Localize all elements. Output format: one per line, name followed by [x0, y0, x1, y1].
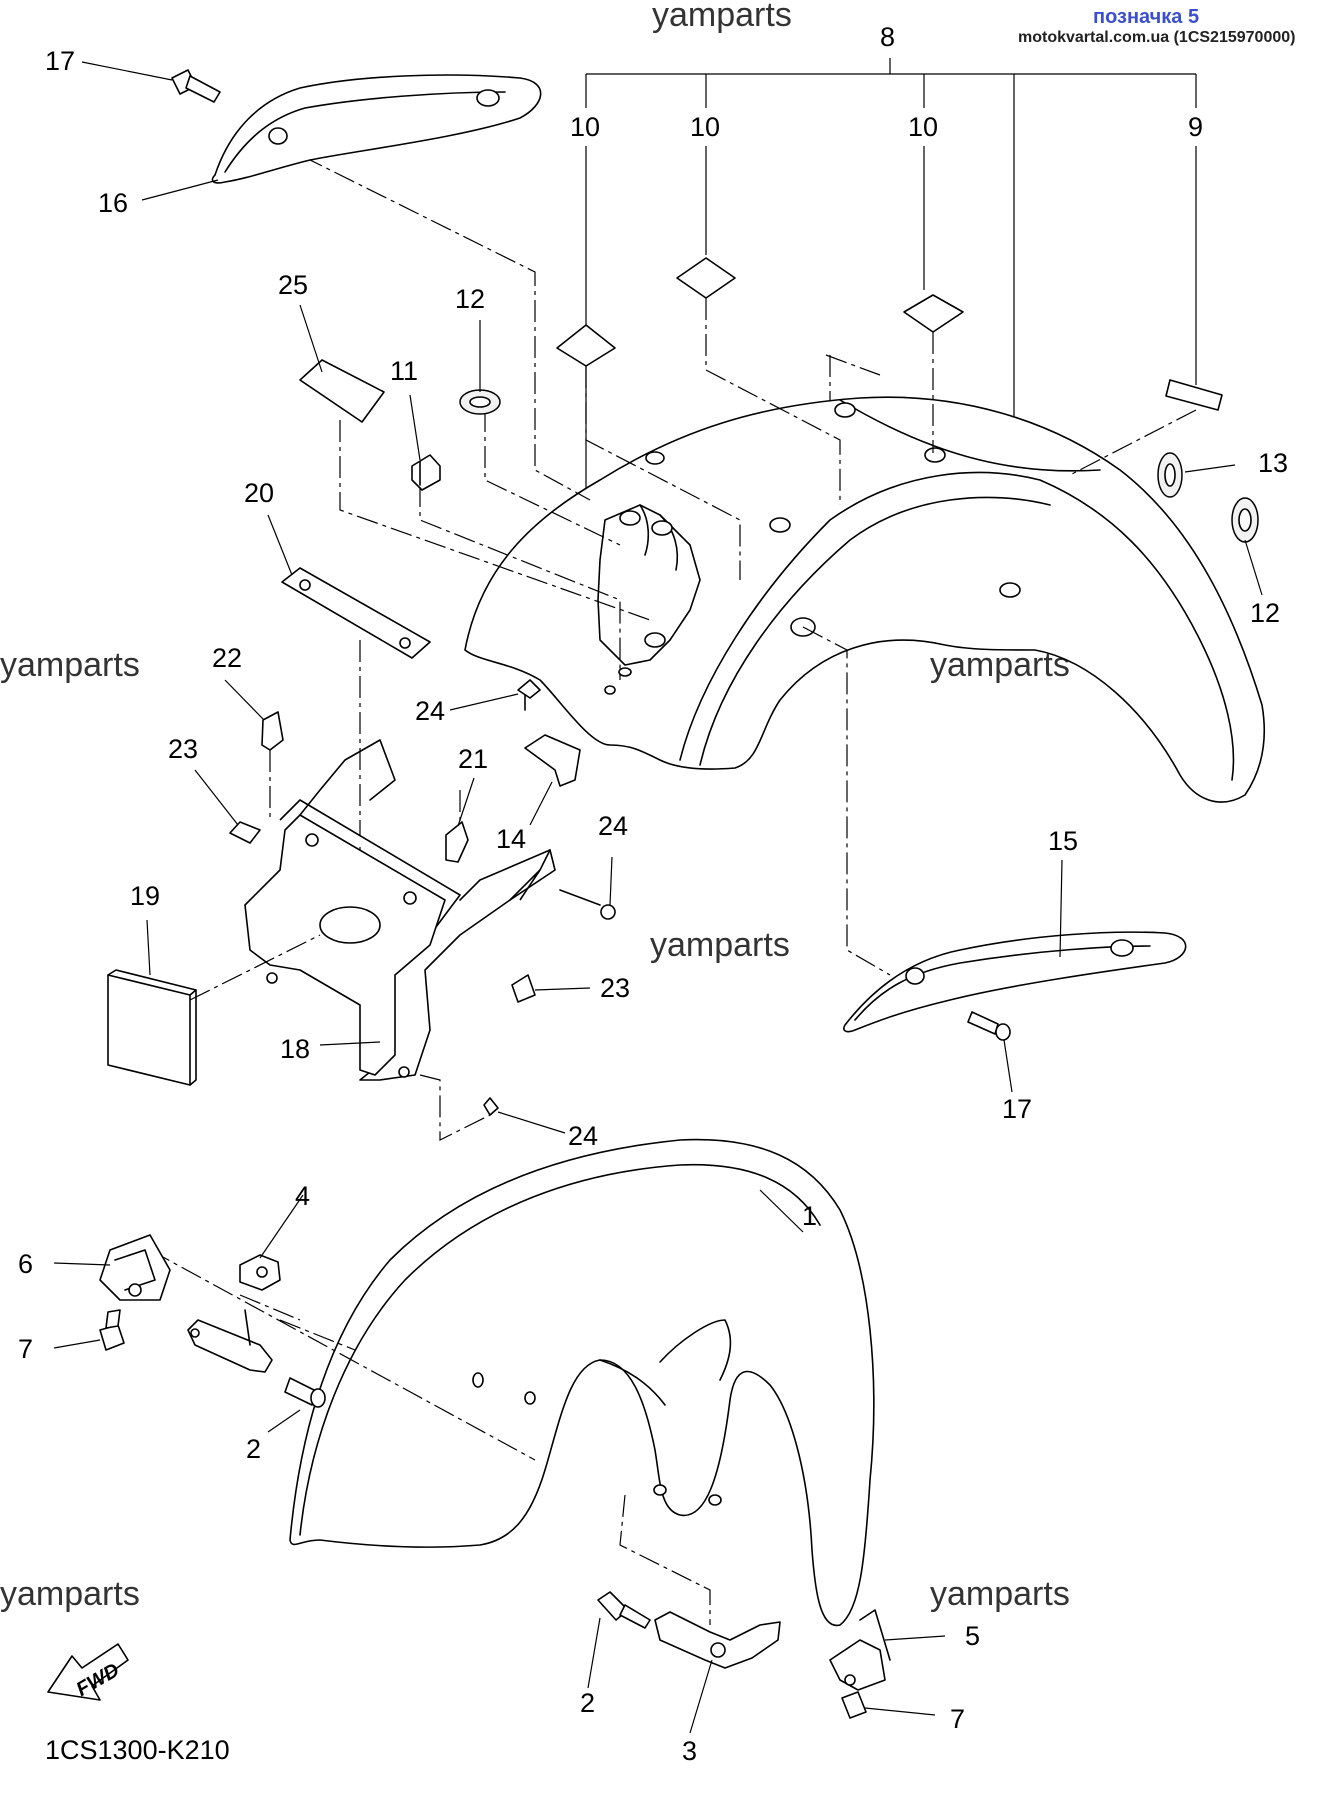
part-18-bracket — [244, 739, 556, 1081]
part-6-clamp — [99, 1234, 171, 1301]
label-part-10-a: 10 — [570, 112, 600, 142]
label-part-4: 4 — [295, 1181, 310, 1211]
part-23-pad-a — [229, 821, 261, 844]
label-part-20: 20 — [244, 478, 274, 508]
part-4-bracket — [239, 1254, 281, 1291]
part-25-label — [299, 359, 385, 423]
part-23-pad-b — [511, 974, 536, 1003]
label-part-2-a: 2 — [246, 1434, 261, 1464]
label-part-5: 5 — [965, 1621, 980, 1651]
diagram-code: 1CS1300-K210 — [45, 1735, 230, 1765]
part-3-stay — [654, 1611, 781, 1669]
part-15-side-cover — [843, 931, 1187, 1033]
part-16-side-cover — [211, 74, 542, 184]
part-24-bolt-bottom — [419, 1074, 499, 1141]
part-7-bolt-left — [99, 1309, 125, 1351]
part-24-clip-mid — [517, 679, 541, 711]
part-21-tab — [445, 821, 469, 863]
part-11-switch — [411, 454, 441, 491]
watermark-bottom-left: yamparts — [0, 1575, 140, 1613]
label-part-24-c: 24 — [568, 1121, 598, 1151]
label-part-3: 3 — [682, 1736, 697, 1766]
part-17-bolt-top — [171, 69, 221, 103]
label-part-19: 19 — [130, 881, 160, 911]
label-part-10-b: 10 — [690, 112, 720, 142]
label-part-15: 15 — [1048, 826, 1078, 856]
watermark-top: yamparts — [652, 0, 792, 34]
label-part-23-b: 23 — [600, 973, 630, 1003]
part-10-label-b — [676, 257, 736, 299]
label-part-17-a: 17 — [45, 46, 75, 76]
part-number-labels: 8 10 10 10 9 17 16 25 12 11 20 22 24 23 … — [18, 22, 1288, 1766]
fwd-arrow: FWD — [47, 1643, 129, 1701]
label-part-12-a: 12 — [455, 284, 485, 314]
label-part-25: 25 — [278, 270, 308, 300]
header-title: позначка 5 — [1093, 6, 1199, 28]
part-10-label-c — [903, 294, 964, 333]
label-part-22: 22 — [212, 643, 242, 673]
rear-fender — [464, 396, 1265, 803]
label-part-11: 11 — [390, 356, 418, 386]
label-part-7-a: 7 — [18, 1334, 33, 1364]
header-source: motokvartal.com.ua (1CS215970000) — [1018, 29, 1295, 46]
part-7-bolt-bottom — [841, 1691, 867, 1719]
label-part-17-b: 17 — [1002, 1094, 1032, 1124]
label-part-7-b: 7 — [950, 1704, 965, 1734]
part-2-bolt-bottom — [597, 1591, 651, 1629]
part-20-plate — [281, 567, 431, 659]
part-22-tab — [261, 711, 284, 751]
label-part-24-b: 24 — [598, 811, 628, 841]
part-12-grommet-top — [459, 389, 501, 415]
part-8-bracket — [585, 58, 1197, 505]
leader-lines — [53, 61, 1263, 1734]
label-part-12-b: 12 — [1250, 598, 1280, 628]
watermark-center: yamparts — [650, 926, 790, 964]
label-part-24-a: 24 — [415, 696, 445, 726]
label-part-10-c: 10 — [908, 112, 938, 142]
part-2-bolt-left — [284, 1377, 326, 1408]
label-part-18: 18 — [280, 1034, 310, 1064]
part-10-label-a — [556, 324, 616, 367]
part-19-plate — [107, 934, 321, 1086]
label-part-2-b: 2 — [580, 1688, 595, 1718]
watermark-left: yamparts — [0, 646, 140, 684]
label-part-8: 8 — [880, 22, 895, 52]
label-part-1: 1 — [802, 1201, 817, 1231]
part-17-bolt-right — [967, 1011, 1011, 1041]
front-stay-left — [187, 1309, 273, 1373]
part-13-grommet — [1157, 452, 1183, 498]
label-part-6: 6 — [18, 1249, 33, 1279]
label-part-21: 21 — [458, 744, 488, 774]
label-part-23-a: 23 — [168, 734, 198, 764]
part-5-clamp — [829, 1609, 891, 1691]
label-part-9: 9 — [1188, 112, 1203, 142]
label-part-13: 13 — [1258, 448, 1288, 478]
label-part-14: 14 — [496, 824, 526, 854]
part-9-label — [1165, 379, 1223, 411]
label-part-16: 16 — [98, 188, 128, 218]
rear-dash-lines — [269, 139, 1197, 976]
part-14-pad — [524, 734, 581, 787]
part-24-bolt-right — [559, 889, 616, 920]
front-fender — [289, 1138, 875, 1627]
front-dash-lines — [149, 1249, 711, 1625]
part-12-grommet-right — [1231, 497, 1259, 543]
watermark-bottom-right: yamparts — [930, 1575, 1070, 1613]
